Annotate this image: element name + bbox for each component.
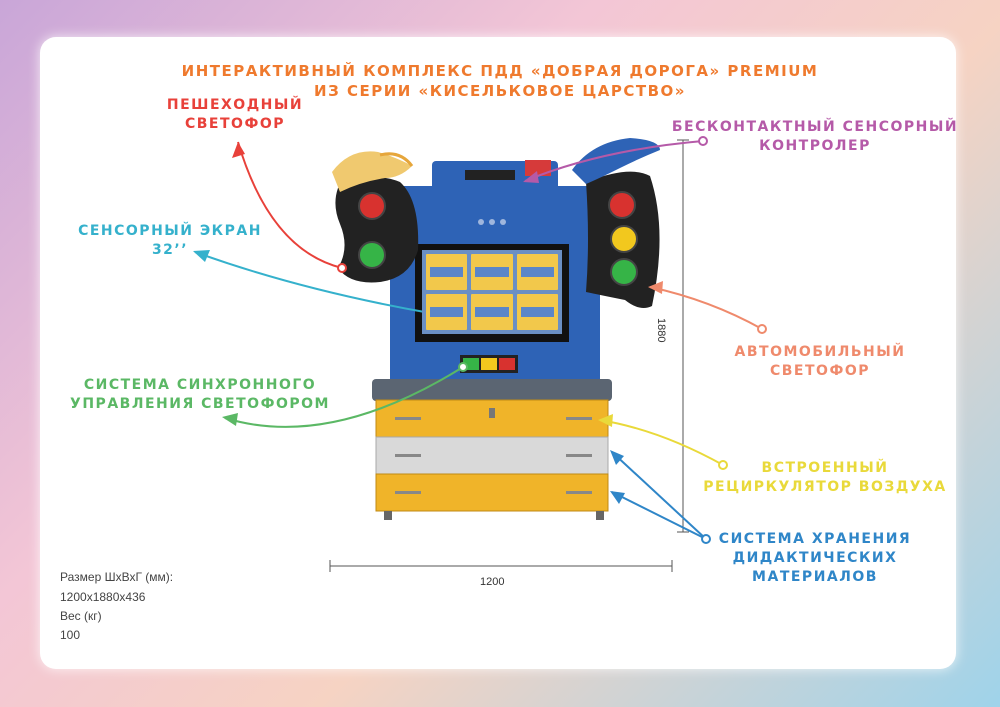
spec-weight-value: 100 bbox=[60, 628, 81, 642]
label-pedestrian-light: ПЕШЕХОДНЫЙ СВЕТОФОР bbox=[166, 97, 304, 132]
spec-size-label: Размер ШхВхГ (мм): bbox=[60, 570, 174, 584]
label-touch-screen: СЕНСОРНЫЙ ЭКРАН 32’’ bbox=[78, 223, 262, 258]
label-storage: СИСТЕМА ХРАНЕНИЯ ДИДАКТИЧЕСКИХ МАТЕРИАЛО… bbox=[718, 531, 912, 585]
touch-screen-display bbox=[422, 250, 562, 334]
width-dimension: 1200 bbox=[480, 576, 505, 588]
title-line-2: ИЗ СЕРИИ «КИСЕЛЬКОВОЕ ЦАРСТВО» bbox=[314, 82, 686, 100]
title-line-1: ИНТЕРАКТИВНЫЙ КОМПЛЕКС ПДД «ДОБРАЯ ДОРОГ… bbox=[181, 62, 819, 80]
touchless-sensor bbox=[465, 170, 515, 180]
label-car-light: АВТОМОБИЛЬНЫЙ СВЕТОФОР bbox=[734, 344, 906, 379]
spec-weight-label: Вес (кг) bbox=[60, 609, 102, 623]
red-indicator bbox=[525, 160, 551, 176]
label-touchless-controller: БЕСКОНТАКТНЫЙ СЕНСОРНЫЙ КОНТРОЛЕР bbox=[671, 119, 959, 154]
label-sync-control: СИСТЕМА СИНХРОННОГО УПРАВЛЕНИЯ СВЕТОФОРО… bbox=[70, 377, 330, 412]
label-recirculator: ВСТРОЕННЫЙ РЕЦИРКУЛЯТОР ВОЗДУХА bbox=[703, 460, 947, 495]
spec-size-value: 1200x1880x436 bbox=[60, 590, 146, 604]
height-dimension: 1880 bbox=[655, 318, 667, 343]
